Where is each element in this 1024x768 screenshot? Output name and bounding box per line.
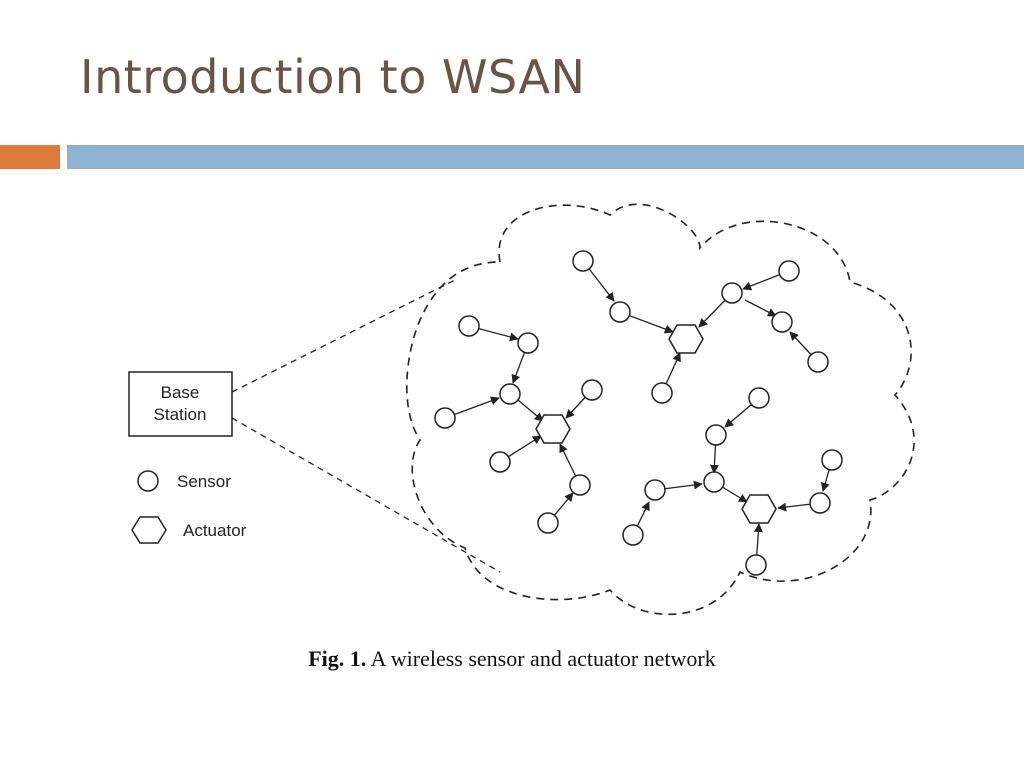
sensor-node bbox=[572, 250, 594, 272]
sensor-node bbox=[517, 332, 539, 354]
sensor-node bbox=[622, 524, 644, 546]
link bbox=[744, 299, 777, 317]
sensor-nodes bbox=[434, 250, 843, 576]
sensor-node bbox=[458, 315, 480, 337]
sensor-node bbox=[821, 449, 843, 471]
sensor-node bbox=[705, 424, 727, 446]
title-accent-bar-orange bbox=[0, 145, 60, 169]
sensor-node bbox=[499, 383, 521, 405]
legend-actuator-label: Actuator bbox=[183, 521, 247, 540]
network-links bbox=[444, 260, 833, 566]
sensor-node bbox=[609, 301, 631, 323]
slide-title: Introduction to WSAN bbox=[80, 50, 586, 104]
base-station-label-line1: Base bbox=[161, 383, 200, 402]
sensor-node bbox=[489, 451, 511, 473]
sensor-node bbox=[745, 554, 767, 576]
figure-caption: Fig. 1. A wireless sensor and actuator n… bbox=[0, 646, 1024, 672]
actuator-node bbox=[741, 494, 777, 524]
actuator-node bbox=[535, 414, 571, 444]
sensor-node bbox=[651, 382, 673, 404]
sensor-node bbox=[778, 260, 800, 282]
base-station-label-line2: Station bbox=[154, 405, 207, 424]
figure-caption-text: A wireless sensor and actuator network bbox=[370, 646, 716, 671]
sensor-node bbox=[771, 311, 793, 333]
actuator-nodes bbox=[535, 324, 777, 524]
title-accent-bar-blue bbox=[67, 145, 1024, 169]
sensor-node bbox=[748, 387, 770, 409]
sensor-node bbox=[434, 407, 456, 429]
sensor-node bbox=[809, 492, 831, 514]
base-link-upper bbox=[231, 279, 456, 393]
sensor-node bbox=[644, 479, 666, 501]
legend-sensor-icon bbox=[137, 470, 159, 492]
sensor-node bbox=[807, 351, 829, 373]
network-cloud bbox=[406, 203, 915, 616]
sensor-node bbox=[721, 282, 743, 304]
figure-caption-prefix: Fig. 1. bbox=[308, 646, 367, 671]
base-station-box bbox=[128, 371, 233, 437]
base-link-lower bbox=[231, 417, 501, 573]
sensor-node bbox=[569, 474, 591, 496]
legend-actuator-icon bbox=[131, 516, 167, 544]
sensor-node bbox=[703, 471, 725, 493]
actuator-node bbox=[668, 324, 704, 354]
legend-sensor-label: Sensor bbox=[177, 472, 231, 491]
sensor-node bbox=[581, 379, 603, 401]
sensor-node bbox=[537, 512, 559, 534]
